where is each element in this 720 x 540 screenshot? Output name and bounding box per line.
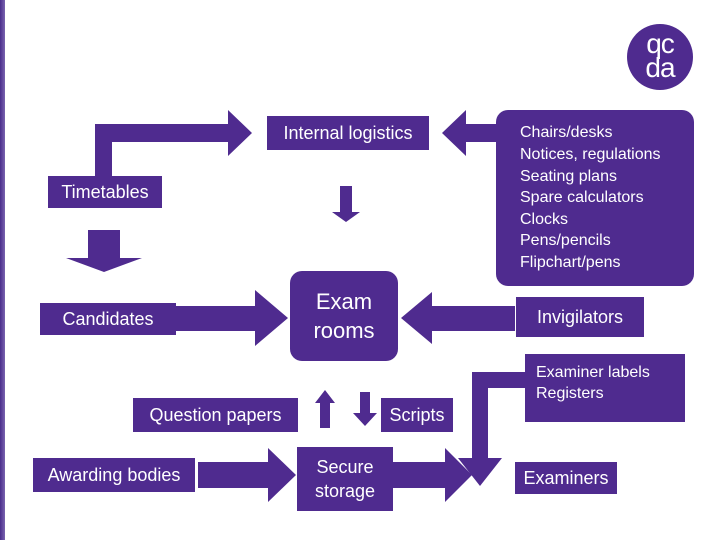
resource-item: Notices, regulations [520, 146, 661, 164]
resource-item: Chairs/desks [520, 124, 613, 142]
awarding-bodies-box: Awarding bodies [33, 458, 195, 492]
internal-logistics-label: Internal logistics [283, 123, 413, 143]
candidates-label: Candidates [62, 309, 154, 329]
arrow-invigilators-to-exam-rooms [401, 292, 515, 344]
arrow-timetables-to-logistics [95, 110, 252, 178]
arrow-resources-to-logistics [442, 110, 500, 156]
secure-storage-box: Secure storage [297, 447, 393, 511]
examiners-label: Examiners [523, 468, 609, 488]
scripts-box: Scripts [381, 398, 453, 432]
resources-box: Chairs/desks Notices, regulations Seatin… [496, 110, 694, 286]
arrow-storage-to-examiners [393, 448, 472, 502]
logo-text-line2: da [645, 52, 675, 83]
question-papers-label: Question papers [149, 405, 282, 425]
internal-logistics-box: Internal logistics [267, 116, 429, 150]
timetables-box: Timetables [48, 176, 162, 208]
logo-text-line1: qc [646, 28, 675, 59]
arrow-awarding-to-storage [198, 448, 296, 502]
examiner-labels-text: Examiner labels [536, 364, 650, 381]
secure-storage-label-line1: Secure [316, 457, 374, 477]
left-edge-stripe [0, 0, 5, 540]
invigilators-label: Invigilators [536, 307, 624, 327]
resource-item: Spare calculators [520, 189, 644, 207]
question-papers-box: Question papers [133, 398, 298, 432]
resource-item: Clocks [520, 210, 569, 228]
resources-list: Chairs/desks Notices, regulations Seatin… [520, 122, 661, 273]
arrow-logistics-to-exam-rooms [332, 186, 360, 222]
exam-rooms-label-line2: rooms [313, 318, 375, 343]
qcda-logo: qc da [627, 24, 693, 90]
resource-item: Pens/pencils [520, 232, 611, 250]
resource-item: Flipchart/pens [520, 253, 621, 271]
arrow-timetables-down [66, 230, 142, 272]
resource-item: Seating plans [520, 167, 617, 185]
arrow-candidates-to-exam-rooms [175, 290, 288, 346]
exam-rooms-label-line1: Exam [315, 289, 373, 314]
arrow-exam-rooms-down [353, 392, 377, 426]
secure-storage-label-line2: storage [314, 481, 376, 501]
exam-rooms-box: Exam rooms [290, 271, 398, 361]
timetables-label: Timetables [61, 182, 149, 202]
candidates-box: Candidates [40, 303, 176, 335]
arrow-up-to-exam-rooms [315, 390, 335, 428]
examiner-docs-box: Examiner labels Registers [525, 354, 685, 422]
invigilators-box: Invigilators [516, 297, 644, 337]
examiners-box: Examiners [515, 462, 617, 494]
registers-text: Registers [536, 385, 604, 402]
scripts-label: Scripts [389, 405, 445, 425]
awarding-bodies-label: Awarding bodies [47, 465, 181, 485]
arrow-examiner-docs-down [458, 372, 526, 486]
